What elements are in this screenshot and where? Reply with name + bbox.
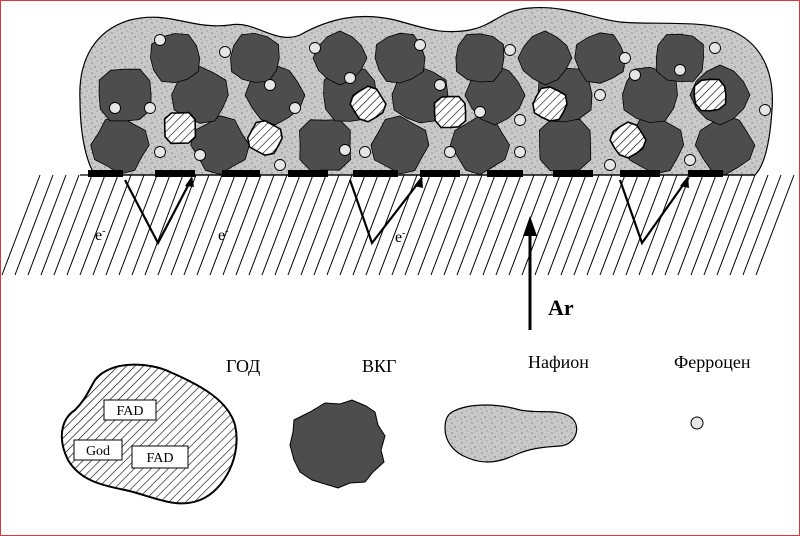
legend-god-box [73, 439, 123, 461]
graphite-particle [370, 115, 430, 175]
graphite-particle [455, 33, 505, 83]
legend-fad-bottom: FAD [147, 451, 174, 466]
enzyme-particle [163, 111, 197, 145]
ferrocene-dot [264, 79, 276, 91]
ferrocene-dot [514, 146, 526, 158]
graphite-particle [694, 114, 756, 176]
legend-vkg-shape [289, 399, 386, 489]
enzyme-particle [609, 121, 647, 159]
ar-label: Ar [548, 295, 574, 320]
graphite-particle [655, 33, 704, 83]
graphite-particle [517, 30, 573, 86]
graphite-particle [230, 32, 280, 83]
ferrocene-dot [504, 44, 516, 56]
ferrocene-dot [194, 149, 206, 161]
graphite-particle [538, 118, 592, 172]
ferrocene-dot [309, 42, 321, 54]
ferrocene-particles [109, 34, 771, 171]
ferrocene-dot [474, 106, 486, 118]
ferrocene-dot [154, 146, 166, 158]
ferrocene-dot [154, 34, 166, 46]
enzyme-particle [693, 78, 727, 112]
legend-god-label: ГОД [226, 356, 260, 376]
enzyme-particles [163, 78, 727, 159]
electrode-substrate [1, 174, 795, 276]
graphite-particle [171, 66, 229, 124]
electron-label-3: e- [395, 228, 405, 246]
graphite-particle [150, 33, 201, 84]
graphite-particle [374, 32, 426, 84]
legend-god-shape [60, 363, 238, 505]
graphite-particle [190, 115, 250, 175]
ferrocene-dot [684, 154, 696, 166]
ferrocene-dot [674, 64, 686, 76]
ferrocene-dot [444, 146, 456, 158]
contact-pads [88, 170, 723, 177]
graphite-particle [90, 115, 150, 175]
ferrocene-dot [514, 114, 526, 126]
ar-arrowhead-icon [523, 216, 537, 236]
legend: ГОД FAD God FAD ВКГ Нафион Ферроцен [60, 352, 751, 505]
ferrocene-dot [219, 46, 231, 58]
graphite-particle [98, 68, 152, 122]
enzyme-particle [433, 95, 467, 129]
ferrocene-dot [274, 159, 286, 171]
legend-nafion-label: Нафион [528, 352, 589, 372]
ferrocene-dot [359, 146, 371, 158]
legend-vkg-label: ВКГ [362, 356, 396, 376]
legend-ferrocene-label: Ферроцен [674, 352, 751, 372]
ferrocene-dot [414, 39, 426, 51]
ferrocene-dot [344, 72, 356, 84]
enzyme-particle [246, 119, 284, 157]
legend-nafion-shape [444, 404, 578, 463]
ferrocene-dot [629, 69, 641, 81]
ferrocene-dot [709, 42, 721, 54]
ferrocene-dot [619, 52, 631, 64]
legend-fad-top: FAD [117, 404, 144, 419]
ferrocene-dot [434, 79, 446, 91]
electron-arrows [124, 177, 689, 246]
legend-fad-box-top [103, 399, 157, 421]
graphite-particle [574, 32, 626, 84]
ferrocene-dot [339, 144, 351, 156]
ferrocene-dot [759, 104, 771, 116]
ferrocene-dot [604, 159, 616, 171]
ferrocene-dot [144, 102, 156, 114]
ferrocene-dot [289, 102, 301, 114]
legend-god-inner: God [86, 444, 110, 459]
ferrocene-dot [594, 89, 606, 101]
enzyme-particle [532, 86, 568, 122]
legend-fad-box-bottom [131, 445, 189, 469]
ferrocene-dot [109, 102, 121, 114]
electron-label-2: e- [218, 226, 228, 244]
enzyme-particle [349, 85, 387, 123]
electron-arrowheads [185, 176, 689, 188]
legend-ferrocene-dot [690, 416, 704, 430]
electron-label-1: e- [95, 226, 105, 244]
